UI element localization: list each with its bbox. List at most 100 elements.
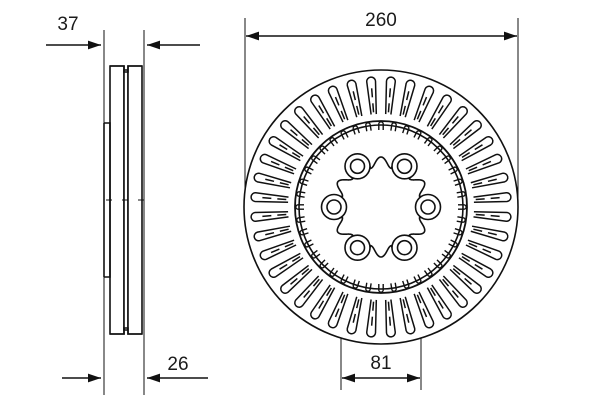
cooling-vane-hidden-edge <box>300 278 320 302</box>
vane-root-tick-group <box>295 121 467 293</box>
vane-root-tick <box>295 204 304 210</box>
vane-root-tick <box>402 125 410 135</box>
hub-outline <box>323 155 439 259</box>
cooling-vane-hidden-edge <box>473 177 501 186</box>
vane-root-tick <box>296 216 306 223</box>
cooling-vane-group <box>250 76 512 338</box>
cooling-vane <box>473 191 512 204</box>
friction-ring-inner-circle-2 <box>298 124 464 290</box>
cooling-vane-hidden-edge <box>267 159 294 172</box>
cooling-vane-hidden-edge <box>370 301 375 330</box>
vane-root-tick <box>390 282 397 292</box>
vane-root-tick <box>456 216 466 223</box>
dimension-37: 37 <box>46 14 200 50</box>
cooling-vane <box>470 172 509 189</box>
cooling-vane <box>268 252 304 278</box>
vane-root-tick <box>304 239 314 248</box>
cooling-vane-hidden-edge <box>461 256 487 272</box>
cooling-vane-hidden-edge <box>468 242 495 255</box>
cooling-vane-hidden-edge <box>442 278 462 302</box>
cooling-vane <box>268 136 304 162</box>
cooling-vane-hidden-edge <box>402 299 411 327</box>
cooling-vane <box>438 275 468 308</box>
cooling-vane-hidden-edge <box>258 196 287 201</box>
cooling-vane <box>253 172 292 189</box>
vane-root-tick <box>458 204 467 210</box>
vane-root-tick <box>453 178 463 186</box>
vane-root-tick <box>456 191 466 198</box>
cooling-vane <box>294 106 324 139</box>
cooling-vane-hidden-edge <box>416 294 429 321</box>
cooling-vane-hidden-edge <box>387 84 392 113</box>
cooling-vane-hidden-edge <box>430 101 446 127</box>
vane-root-tick <box>296 191 306 198</box>
cooling-vane <box>346 79 363 118</box>
bolt-hole <box>420 199 436 215</box>
vane-root-tick <box>304 166 314 175</box>
cooling-vane <box>384 299 397 338</box>
vane-root-tick <box>448 239 458 248</box>
vane-root-tick <box>402 279 410 289</box>
cooling-vane-hidden-edge <box>430 287 446 313</box>
section-top-profile <box>110 65 142 73</box>
vane-root-tick <box>413 130 422 140</box>
cooling-vane-hidden-edge <box>351 87 360 115</box>
cooling-vane <box>473 210 512 223</box>
cooling-vane-hidden-edge <box>351 299 360 327</box>
vane-root-tick <box>311 155 321 165</box>
cooling-vane-hidden-edge <box>475 213 504 218</box>
cooling-vane <box>346 296 363 335</box>
cooling-vane <box>413 291 435 329</box>
cooling-vane <box>470 225 509 242</box>
vane-root-tick <box>299 228 309 236</box>
cooling-vane-hidden-edge <box>402 87 411 115</box>
vane-root-tick <box>319 259 329 269</box>
vane-root-tick <box>441 249 451 259</box>
cooling-vane-hidden-edge <box>333 294 346 321</box>
cooling-vane-hidden-edge <box>416 93 429 120</box>
cooling-vane <box>399 296 416 335</box>
cooling-vane-hidden-edge <box>275 142 301 158</box>
vane-root-tick <box>453 228 463 236</box>
cooling-vane-hidden-edge <box>333 93 346 120</box>
cooling-vane <box>458 252 494 278</box>
cooling-vane <box>438 106 468 139</box>
cooling-vane <box>253 225 292 242</box>
bolt-hole <box>349 239 366 256</box>
vane-root-tick <box>365 282 372 292</box>
cooling-vane <box>327 291 349 329</box>
vane-root-tick <box>390 122 397 132</box>
front-view: 260 81 <box>243 10 519 390</box>
cooling-vane-hidden-edge <box>261 228 289 237</box>
cooling-vane <box>384 76 397 115</box>
vane-root-tick <box>352 279 360 289</box>
vane-root-tick <box>329 137 339 147</box>
cooling-vane <box>399 79 416 118</box>
cooling-vane-hidden-edge <box>316 287 332 313</box>
cooling-vane-hidden-edge <box>473 228 501 237</box>
cooling-vane <box>250 210 289 223</box>
cooling-vane <box>310 284 336 320</box>
dim-37-label: 37 <box>57 14 78 35</box>
dimension-260: 260 <box>246 10 517 41</box>
cooling-vane <box>365 299 378 338</box>
section-bottom-profile <box>110 327 142 335</box>
vane-root-tick <box>423 267 433 277</box>
vane-root-tick <box>340 274 349 284</box>
cooling-vane <box>294 275 324 308</box>
bolt-hole <box>396 239 413 256</box>
vane-root-tick <box>311 249 321 259</box>
cooling-vane <box>280 264 313 294</box>
cooling-vane-hidden-edge <box>475 196 504 201</box>
cross-section-view: 37 26 <box>46 14 208 395</box>
cooling-vane-hidden-edge <box>442 112 462 136</box>
bolt-hole <box>326 199 342 215</box>
cooling-vane <box>458 136 494 162</box>
dimension-81: 81 <box>342 353 420 383</box>
vane-root-tick <box>441 155 451 165</box>
hub-star-shape <box>323 155 439 259</box>
vane-root-tick <box>448 166 458 175</box>
cooling-vane-hidden-edge <box>461 142 487 158</box>
cooling-vane <box>280 120 313 150</box>
